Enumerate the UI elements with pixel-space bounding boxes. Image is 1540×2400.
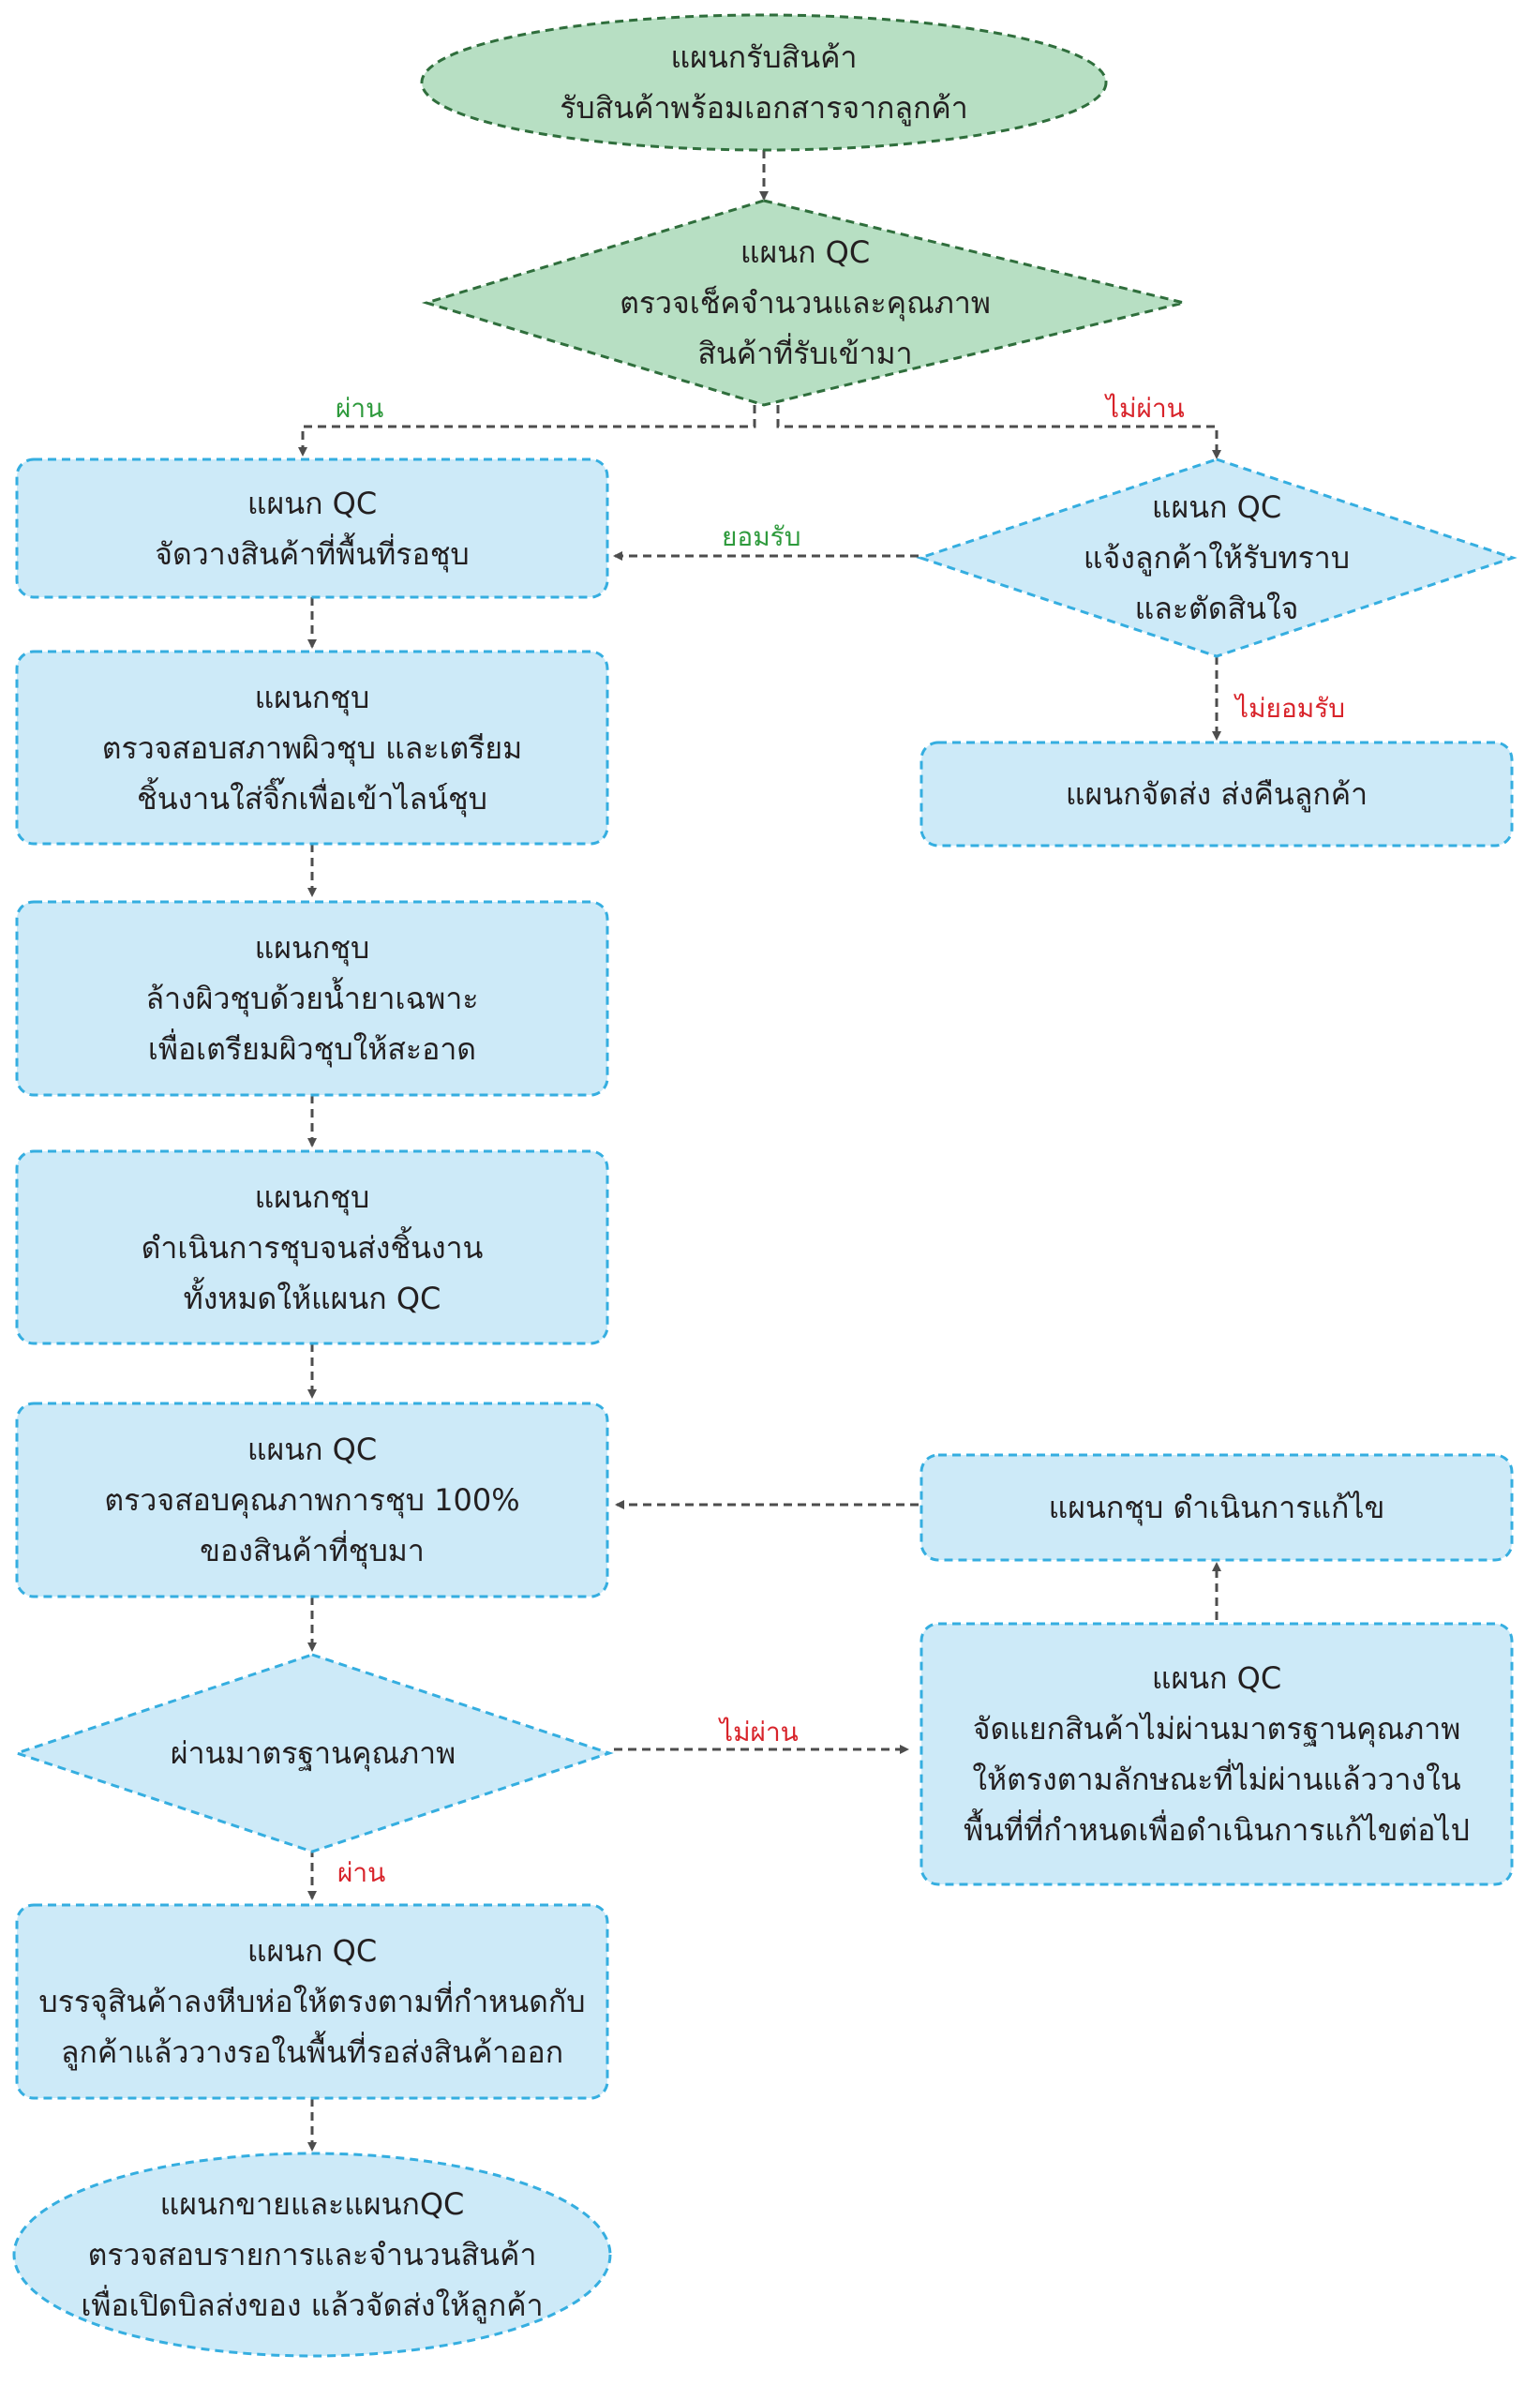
end-line-2: ตรวจสอบรายการและจำนวนสินค้า (87, 2237, 537, 2272)
start-terminal (420, 13, 1108, 152)
end-terminal (12, 2152, 612, 2358)
plating-process-text: แผนกชุบ ดำเนินการชุบจนส่งชิ้นงาน ทั้งหมด… (17, 1151, 607, 1343)
shipping-return-text: แผนกจัดส่ง ส่งคืนลูกค้า (921, 742, 1512, 846)
qc-check-line-3: สินค้าที่รับเข้ามา (697, 336, 913, 371)
shipping-return-line-1: แผนกจัดส่ง ส่งคืนลูกค้า (1065, 776, 1368, 812)
plating-inspect-line-1: แผนกชุบ (254, 679, 370, 715)
qc-separate-text: แผนก QC จัดแยกสินค้าไม่ผ่านมาตรฐานคุณภาพ… (921, 1624, 1512, 1884)
end-line-3: เพื่อเปิดบิลส่งของ แล้วจัดส่งให้ลูกค้า (81, 2288, 544, 2323)
standard-check-text: ผ่านมาตรฐานคุณภาพ (17, 1655, 609, 1852)
qc-check-line-2: ตรวจเช็คจำนวนและคุณภาพ (620, 285, 991, 321)
plating-wash-text: แผนกชุบ ล้างผิวชุบด้วยน้ำยาเฉพาะ เพื่อเต… (17, 902, 607, 1095)
qc-pack-line-1: แผนก QC (247, 1933, 378, 1969)
shapes (12, 13, 1518, 2358)
qc-place-text: แผนก QC จัดวางสินค้าที่พื้นที่รอชุบ (17, 459, 607, 597)
plating-process-process (15, 1149, 609, 1345)
qc-check-text: แผนก QC ตรวจเช็คจำนวนและคุณภาพ สินค้าที่… (426, 201, 1184, 405)
qc-notify-text: แผนก QC แจ้งลูกค้าให้รับทราบ และตัดสินใจ (920, 459, 1513, 656)
label-fail-1: ไม่ผ่าน (1106, 393, 1185, 424)
qc-notify-line-2: แจ้งลูกค้าให้รับทราบ (1083, 540, 1351, 576)
qc-pack-line-2: บรรจุสินค้าลงหีบห่อให้ตรงตามที่กำหนดกับ (38, 1984, 586, 2019)
qc-separate-line-1: แผนก QC (1151, 1660, 1282, 1696)
connectors (298, 150, 1221, 2152)
label-fail-2: ไม่ผ่าน (720, 1717, 799, 1748)
qc-pack-line-3: ลูกค้าแล้ววางรอในพื้นที่รอส่งสินค้าออก (60, 2034, 564, 2070)
label-pass-1: ผ่าน (336, 393, 384, 424)
start-terminal-text: แผนกรับสินค้า รับสินค้าพร้อมเอกสารจากลูก… (422, 15, 1106, 150)
edge-qc-check-fail (776, 405, 1221, 459)
qc-notify-decision (916, 458, 1518, 658)
qc-check-decision (421, 199, 1185, 407)
qc-inspect-process (15, 1402, 609, 1598)
qc-inspect-line-3: ของสินค้าที่ชุบมา (200, 1533, 425, 1568)
qc-separate-line-3: ให้ตรงตามลักษณะที่ไม่ผ่านแล้ววางใน (972, 1762, 1461, 1797)
qc-pack-text: แผนก QC บรรจุสินค้าลงหีบห่อให้ตรงตามที่ก… (17, 1905, 607, 2098)
plating-process-line-2: ดำเนินการชุบจนส่งชิ้นงาน (141, 1229, 484, 1266)
qc-place-line-1: แผนก QC (247, 485, 378, 521)
qc-inspect-line-2: ตรวจสอบคุณภาพการชุบ 100% (104, 1482, 520, 1518)
end-line-1: แผนกขายและแผนกQC (159, 2186, 465, 2222)
plating-fix-line-1: แผนกชุบ ดำเนินการแก้ไข (1048, 1490, 1385, 1525)
qc-check-line-1: แผนก QC (740, 234, 871, 270)
label-reject: ไม่ยอมรับ (1235, 693, 1346, 724)
qc-separate-line-4: พื้นที่ที่กำหนดเพื่อดำเนินการแก้ไขต่อไป (964, 1812, 1470, 1848)
plating-inspect-text: แผนกชุบ ตรวจสอบสภาพผิวชุบ และเตรียม ชิ้น… (17, 652, 607, 844)
plating-wash-process (15, 900, 609, 1097)
end-terminal-text: แผนกขายและแผนกQC ตรวจสอบรายการและจำนวนสิ… (14, 2153, 610, 2356)
plating-inspect-process (15, 650, 609, 846)
qc-separate-line-2: จัดแยกสินค้าไม่ผ่านมาตรฐานคุณภาพ (972, 1711, 1461, 1747)
label-accept: ยอมรับ (722, 521, 801, 552)
plating-wash-line-1: แผนกชุบ (254, 930, 370, 966)
start-line-2: รับสินค้าพร้อมเอกสารจากลูกค้า (560, 90, 968, 126)
plating-process-line-1: แผนกชุบ (254, 1178, 370, 1215)
qc-place-line-2: จัดวางสินค้าที่พื้นที่รอชุบ (155, 535, 470, 572)
plating-inspect-line-2: ตรวจสอบสภาพผิวชุบ และเตรียม (101, 729, 523, 766)
shipping-return-process (920, 741, 1514, 848)
edge-qc-check-pass (298, 405, 756, 457)
qc-place-process (15, 458, 609, 599)
qc-notify-line-3: และตัดสินใจ (1134, 591, 1299, 626)
qc-pack-process (15, 1903, 609, 2100)
qc-inspect-text: แผนก QC ตรวจสอบคุณภาพการชุบ 100% ของสินค… (17, 1403, 607, 1597)
standard-check-line-1: ผ่านมาตรฐานคุณภาพ (170, 1735, 456, 1771)
plating-wash-line-2: ล้างผิวชุบด้วยน้ำยาเฉพาะ (145, 981, 479, 1016)
plating-inspect-line-3: ชิ้นงานใส่จิ๊กเพื่อเข้าไลน์ชุบ (137, 780, 487, 817)
plating-fix-process (920, 1453, 1514, 1562)
start-line-1: แผนกรับสินค้า (670, 39, 858, 75)
qc-inspect-line-1: แผนก QC (247, 1432, 378, 1467)
plating-fix-text: แผนกชุบ ดำเนินการแก้ไข (921, 1455, 1512, 1560)
qc-separate-process (920, 1622, 1514, 1886)
plating-wash-line-3: เพื่อเตรียมผิวชุบให้สะอาด (147, 1031, 477, 1067)
label-pass-2: ผ่าน (337, 1857, 386, 1888)
qc-notify-line-1: แผนก QC (1151, 489, 1282, 525)
plating-process-line-3: ทั้งหมดให้แผนก QC (183, 1280, 441, 1316)
standard-check-decision (12, 1653, 614, 1853)
